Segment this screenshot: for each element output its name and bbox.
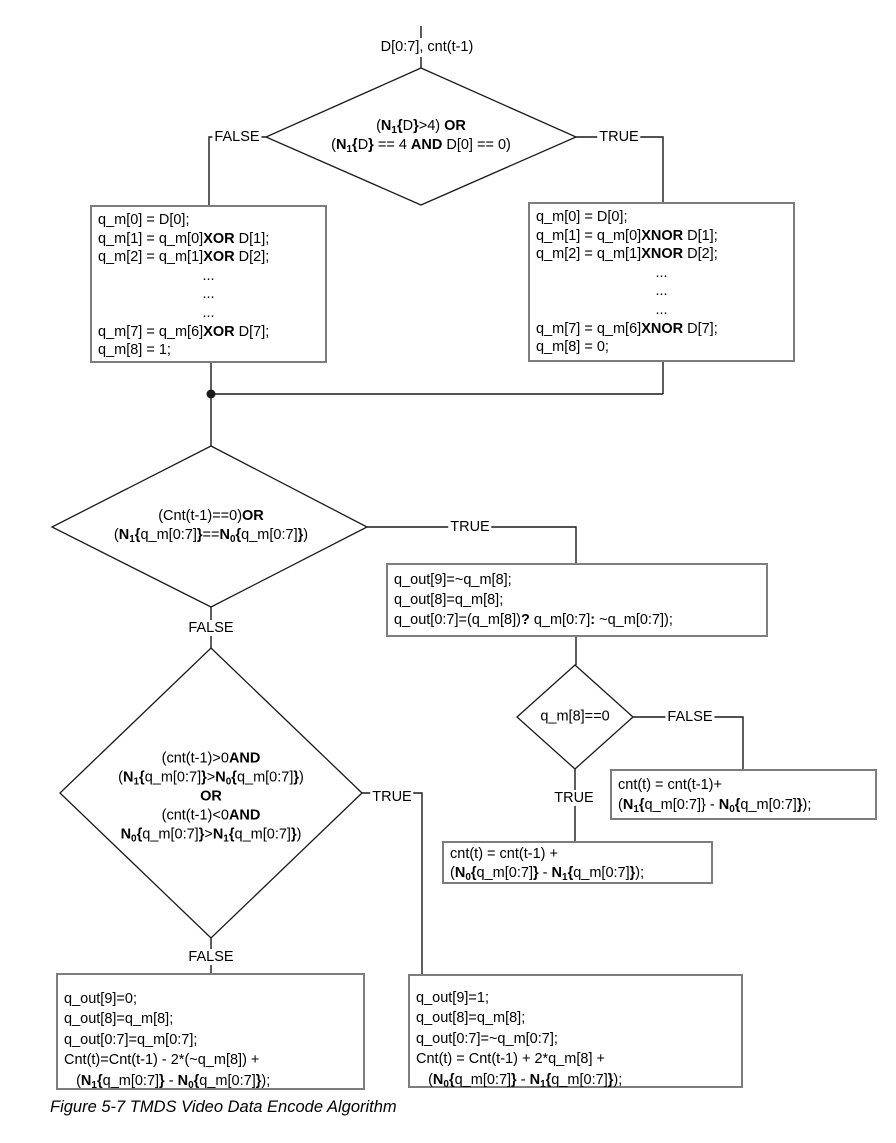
start-label: D[0:7], cnt(t-1) [380,39,474,55]
figure-caption: Figure 5-7 TMDS Video Data Encode Algori… [50,1098,397,1116]
box-output-false-text: q_out[9]=0;q_out[8]=q_m[8];q_out[0:7]=q_… [64,991,271,1091]
decision3-true-line [362,792,423,974]
decision-qm8-true-edge-label: TRUE [552,790,596,806]
box-qout-transparent: q_out[9]=~q_m[8];q_out[8]=q_m[8];q_out[0… [386,563,768,637]
decision1-true-edge-label: TRUE [597,129,641,145]
decision1-label: (N1{D}>4) OR(N1{D} == 4 AND D[0] == 0) [331,118,511,155]
box-cnt-minus: cnt(t) = cnt(t-1) +(N0{q_m[0:7]} - N1{q_… [442,841,713,884]
box-output-false: q_out[9]=0;q_out[8]=q_m[8];q_out[0:7]=q_… [56,973,365,1090]
box-output-true-text: q_out[9]=1;q_out[8]=q_m[8];q_out[0:7]=~q… [416,990,623,1090]
box-output-true: q_out[9]=1;q_out[8]=q_m[8];q_out[0:7]=~q… [408,974,743,1089]
decision-qm8-label: q_m[8]==0 [540,708,610,725]
decision2-label: (Cnt(t-1)==0)OR(N1{q_m[0:7]}==N0{q_m[0:7… [113,508,309,545]
decision3-label: (cnt(t-1)>0AND(N1{q_m[0:7]}>N0{q_m[0:7]}… [118,750,304,845]
box-cnt-minus-text: cnt(t) = cnt(t-1) +(N0{q_m[0:7]} - N1{q_… [450,846,645,883]
junction-dot [206,389,216,399]
box-xnor-encode-text: q_m[0] = D[0];q_m[1] = q_m[0]XNOR D[1];q… [536,209,718,356]
decision3-false-edge-label: FALSE [186,949,236,965]
box-cnt-plus: cnt(t) = cnt(t-1)+(N1{q_m[0:7]} - N0{q_m… [610,769,877,820]
decision-qm8-false-edge-label: FALSE [665,709,715,725]
decision2-true-line [367,526,577,563]
box-xnor-encode: q_m[0] = D[0];q_m[1] = q_m[0]XNOR D[1];q… [528,202,795,362]
decision2-false-edge-label: FALSE [186,620,236,636]
decision1-true-line [576,136,664,202]
box-xor-encode-text: q_m[0] = D[0];q_m[1] = q_m[0]XOR D[1];q_… [98,212,270,359]
decision1-diamond [264,67,578,206]
decision1-false-line [208,136,266,205]
decision3-true-edge-label: TRUE [370,789,414,805]
box-xor-encode: q_m[0] = D[0];q_m[1] = q_m[0]XOR D[1];q_… [90,205,327,363]
decision2-true-edge-label: TRUE [448,519,492,535]
box-cnt-plus-text: cnt(t) = cnt(t-1)+(N1{q_m[0:7]} - N0{q_m… [618,777,812,815]
box-qout-transparent-text: q_out[9]=~q_m[8];q_out[8]=q_m[8];q_out[0… [394,572,673,628]
decision1-false-edge-label: FALSE [212,129,262,145]
